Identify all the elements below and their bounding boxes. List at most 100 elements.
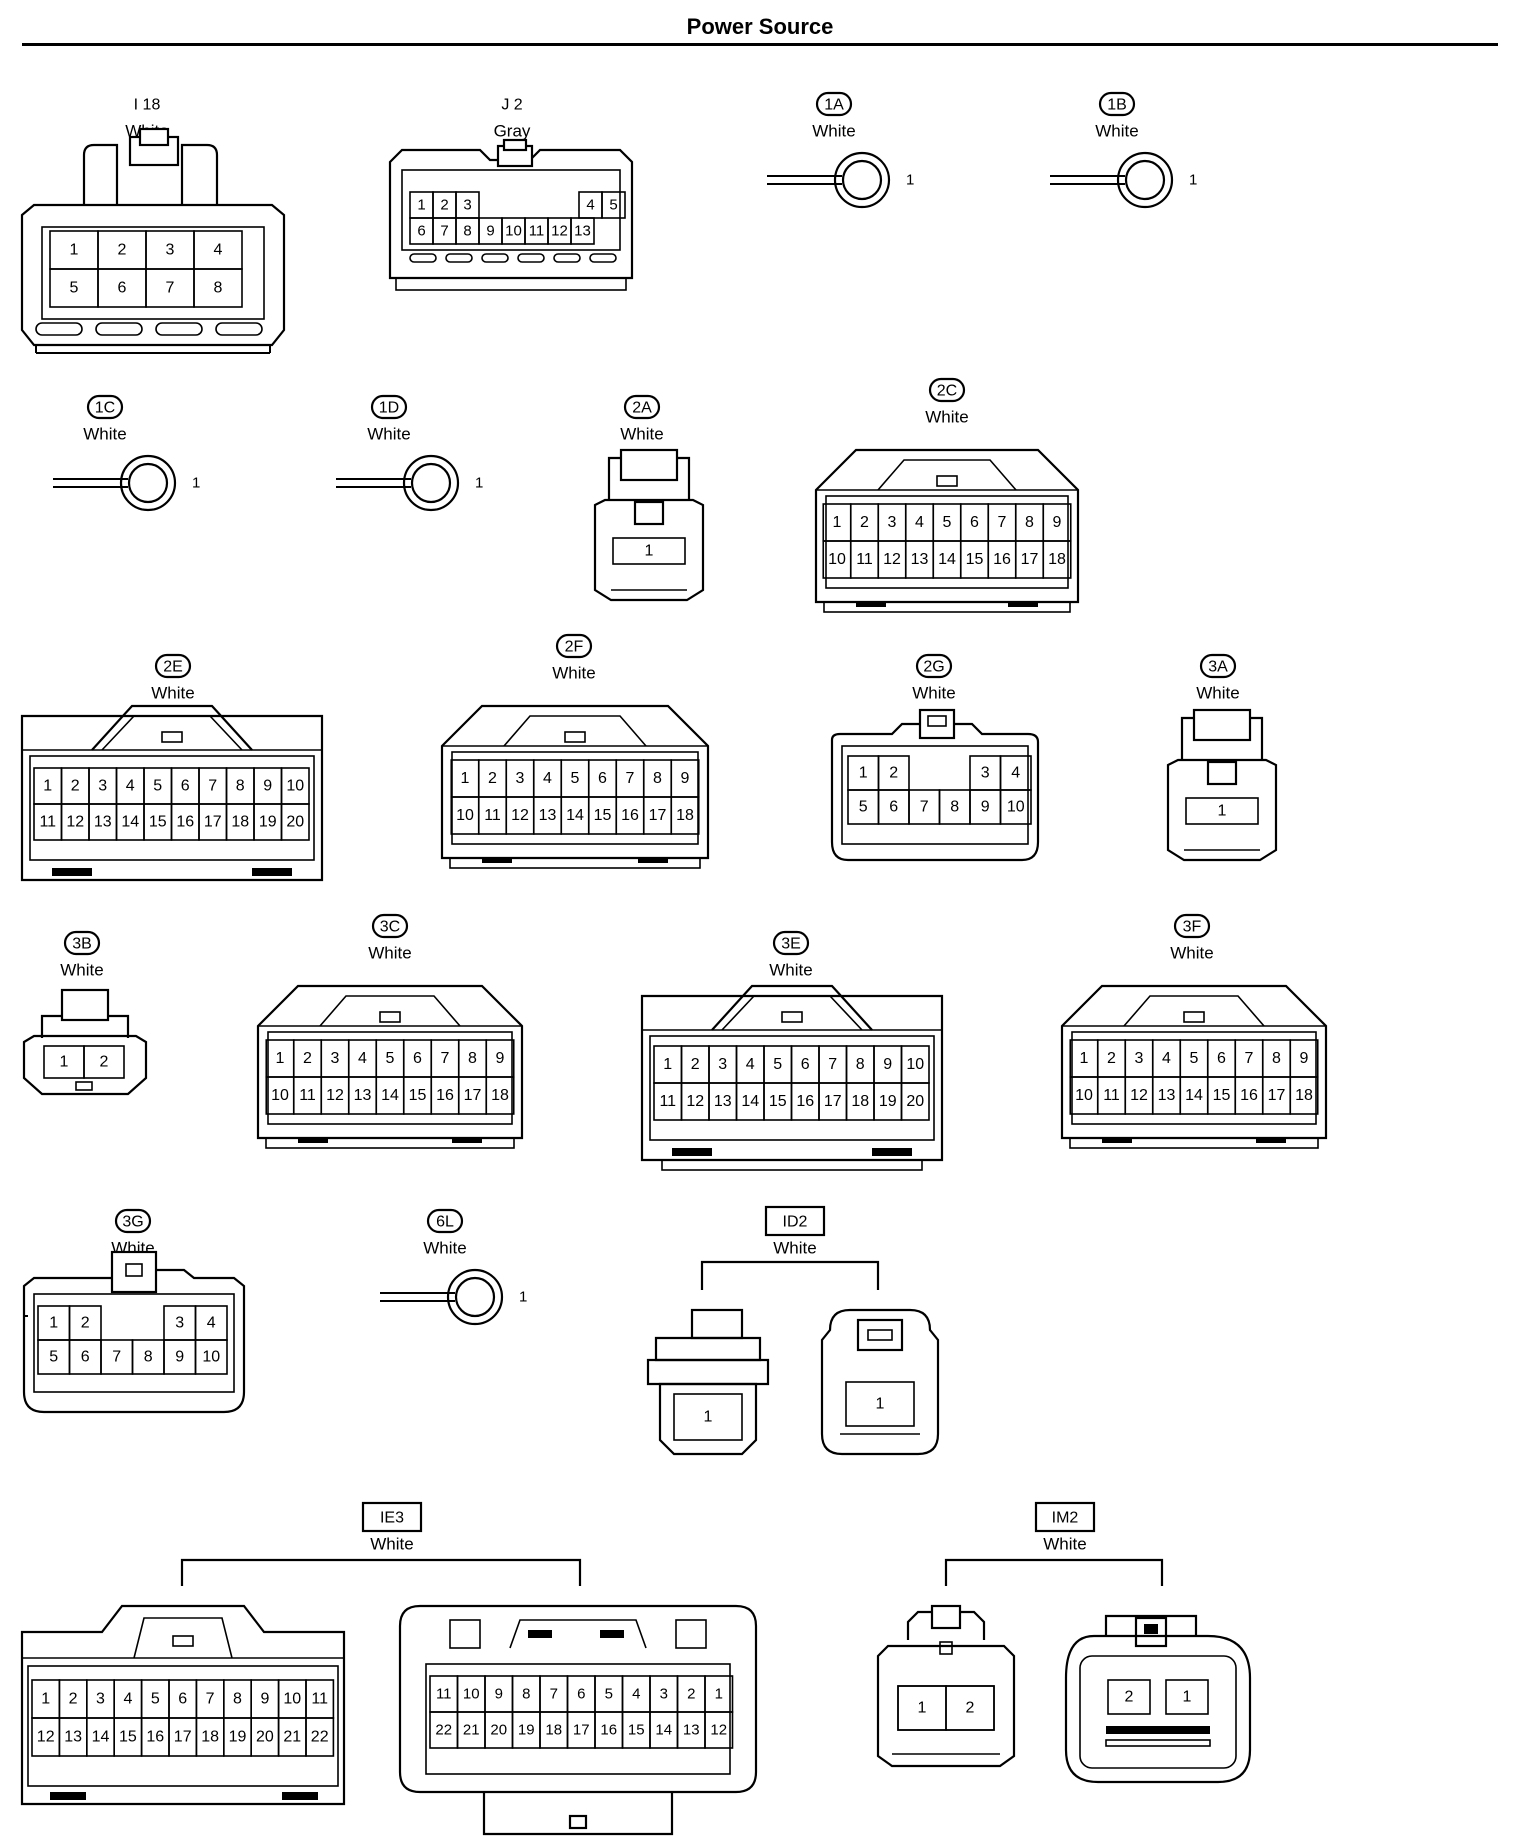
pin-number: 1	[43, 778, 52, 795]
latch-tab	[502, 138, 528, 152]
pin-number: 3	[96, 1691, 105, 1708]
pin-number: 3	[331, 1050, 340, 1067]
pin-number: 10	[456, 807, 474, 824]
pin-number: 8	[463, 223, 471, 240]
lock-tab	[282, 1792, 318, 1800]
pin-number: 16	[796, 1093, 814, 1110]
pin-number: 17	[1021, 551, 1039, 568]
pin-number: 2	[81, 1315, 90, 1332]
connector-color: White	[925, 408, 968, 427]
pin-number: 5	[943, 514, 952, 531]
pin-number: 6	[970, 514, 979, 531]
connector-code: 3F	[1183, 919, 1202, 936]
latch-mark	[600, 1630, 624, 1638]
connector-code: 3G	[122, 1214, 143, 1231]
pin-cell	[601, 191, 626, 219]
connector-code: 1C	[95, 400, 115, 417]
latch-window	[633, 500, 665, 526]
connector-color: White	[773, 1239, 816, 1258]
pin-number: 12	[326, 1087, 344, 1104]
lock-tab	[452, 1138, 482, 1143]
pin-number: 5	[151, 1691, 160, 1708]
pin-cell	[999, 789, 1032, 825]
pin-number: 12	[710, 1722, 727, 1739]
pin-number: 6	[598, 770, 607, 787]
housing-outline	[503, 715, 647, 747]
pin-number: 18	[1295, 1087, 1313, 1104]
connector-color: White	[368, 944, 411, 963]
pin-number: 8	[233, 1691, 242, 1708]
connector-code-badge	[370, 394, 408, 420]
pin-number: 21	[283, 1729, 301, 1746]
connector-color: Gray	[494, 122, 531, 141]
pin-number: 16	[146, 1729, 164, 1746]
pin-number: 1	[49, 1315, 58, 1332]
lock-tab	[1008, 602, 1038, 607]
pin-number: 6	[118, 280, 127, 297]
pin-number: 4	[214, 242, 223, 259]
latch-tab	[867, 1329, 893, 1341]
ring-terminal	[833, 151, 891, 209]
pin-number: 5	[1190, 1050, 1199, 1067]
pin-number: 2	[889, 765, 898, 782]
housing-outline	[830, 722, 1040, 862]
lock-tab	[1102, 1138, 1132, 1143]
pin-cell	[612, 537, 686, 565]
lock-tab	[482, 858, 512, 863]
pin-number: 17	[464, 1087, 482, 1104]
pin-number: 13	[714, 1093, 732, 1110]
connector-color: White	[1196, 684, 1239, 703]
pin-number: 7	[626, 770, 635, 787]
pin-number: 17	[649, 807, 667, 824]
pin-number: 5	[571, 770, 580, 787]
connector-code-badge	[154, 653, 192, 679]
pin-cell	[193, 268, 243, 308]
seal-slot	[481, 253, 509, 263]
connector-bracket	[944, 1558, 1164, 1586]
connector-code: IM2	[1052, 1510, 1079, 1527]
housing-outline	[1123, 995, 1265, 1027]
pin-number: 4	[123, 1691, 132, 1708]
connector-code-badge	[815, 91, 853, 117]
pin-number: 4	[543, 770, 552, 787]
pin-number: 12	[1130, 1087, 1148, 1104]
pin-number: 1	[876, 1396, 885, 1413]
housing-outline	[82, 143, 119, 205]
pin-number: 10	[463, 1686, 480, 1703]
connector-code: 2C	[937, 383, 957, 400]
pin-number: 4	[358, 1050, 367, 1067]
latch	[690, 1308, 744, 1340]
seal-slot	[517, 253, 545, 263]
pin-number: 20	[490, 1722, 507, 1739]
pin-number: 15	[149, 814, 167, 831]
latch	[60, 988, 110, 1022]
pin-number: 7	[112, 1349, 121, 1366]
pin-number: 19	[879, 1093, 897, 1110]
pin-field	[33, 1293, 235, 1393]
pin-number: 15	[594, 807, 612, 824]
latch	[1192, 708, 1252, 742]
pin-number: 10	[505, 223, 522, 240]
pin-number: 11	[299, 1087, 316, 1104]
connector-code-badge	[426, 1208, 464, 1234]
pin-number: 2	[303, 1050, 312, 1067]
pin-number: 8	[1025, 514, 1034, 531]
pin-cell	[1185, 797, 1259, 825]
connector-color: White	[552, 664, 595, 683]
connector-bracket	[180, 1558, 582, 1586]
pin-number: 13	[574, 223, 591, 240]
pin-number: 7	[828, 1056, 837, 1073]
pin-number: 10	[1075, 1087, 1093, 1104]
housing-outline	[509, 1619, 647, 1649]
pin-cell	[673, 1393, 743, 1441]
connector-code: IE3	[380, 1510, 404, 1527]
